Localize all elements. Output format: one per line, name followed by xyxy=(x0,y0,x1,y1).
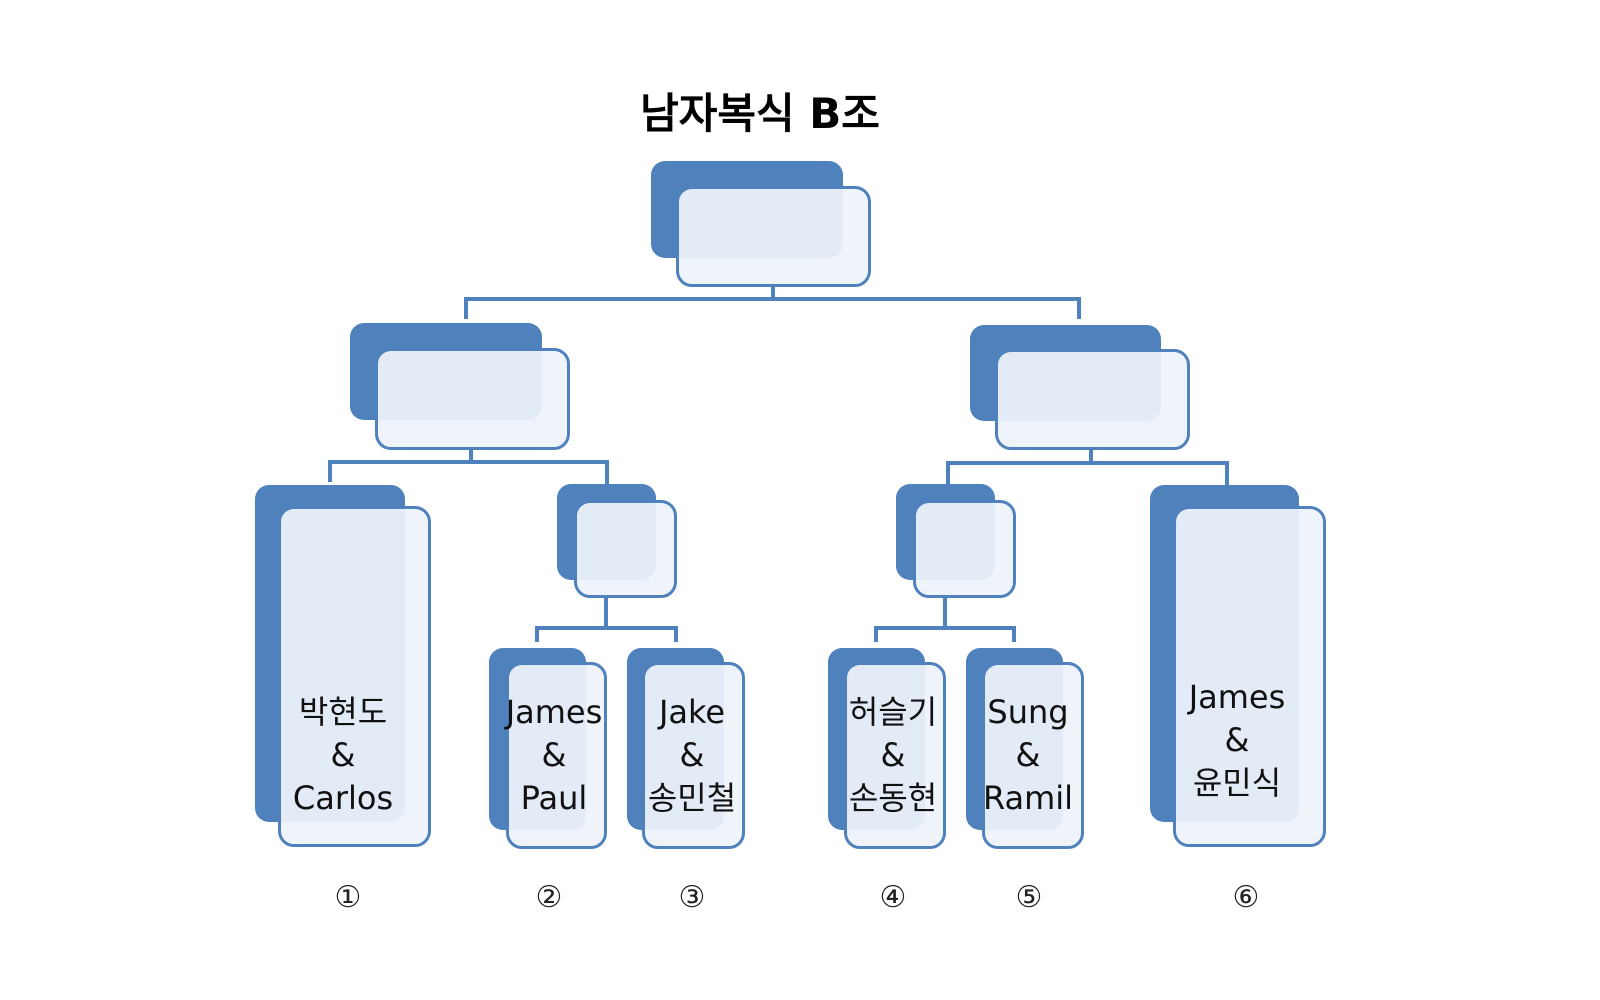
seed-number-6: ⑥ xyxy=(1232,880,1260,915)
team-2-box xyxy=(506,662,607,849)
connector-final-horizontal xyxy=(464,297,1081,301)
team-4-box xyxy=(844,662,946,849)
semifinal-left-box xyxy=(375,348,570,450)
connector-qf-left-drop-b xyxy=(674,626,678,642)
bracket-title: 남자복식 B조 xyxy=(640,89,880,138)
team-5-player-1: Sung xyxy=(987,692,1069,731)
seed-number-4: ④ xyxy=(879,880,907,915)
seed-number-3: ③ xyxy=(678,880,706,915)
connector-sf-right-drop-a xyxy=(946,461,950,485)
connector-qf-left-down xyxy=(604,598,608,629)
connector-sf-left-drop-b xyxy=(605,460,609,486)
team-4-player-2: 손동현 xyxy=(848,778,938,817)
connector-final-left-drop xyxy=(464,297,468,319)
team-3-player-2: 송민철 xyxy=(647,778,737,817)
connector-final-right-drop xyxy=(1077,297,1081,319)
connector-qf-right-drop-b xyxy=(1012,626,1016,642)
team-6-box xyxy=(1173,506,1326,847)
team-4-ampersand: & xyxy=(880,735,906,774)
team-4-name: 허슬기 & 손동현 xyxy=(833,690,953,820)
team-5-player-2: Ramil xyxy=(982,778,1074,817)
team-3-box xyxy=(642,662,745,849)
team-3-ampersand: & xyxy=(679,735,705,774)
connector-qf-right-drop-a xyxy=(874,626,878,642)
connector-qf-right-horizontal xyxy=(874,626,1016,630)
connector-qf-left-horizontal xyxy=(535,626,678,630)
team-4-player-1: 허슬기 xyxy=(848,692,938,731)
connector-sf-right-drop-b xyxy=(1225,461,1229,485)
connector-sf-left-drop-a xyxy=(328,460,332,482)
team-1-player-2: Carlos xyxy=(292,778,394,817)
team-6-player-1: James xyxy=(1188,677,1286,716)
team-2-player-1: James xyxy=(505,692,603,731)
team-5-box xyxy=(982,662,1084,849)
team-1-name: 박현도 & Carlos xyxy=(278,690,408,820)
team-5-name: Sung & Ramil xyxy=(968,690,1088,820)
connector-sf-right-down xyxy=(1089,450,1093,464)
connector-sf-left-horizontal xyxy=(328,460,609,464)
team-6-name: James & 윤민식 xyxy=(1172,675,1302,805)
connector-qf-left-drop-a xyxy=(535,626,539,642)
team-2-player-2: Paul xyxy=(520,778,588,817)
connector-final-down xyxy=(771,287,775,300)
team-1-box xyxy=(278,506,431,847)
seed-number-5: ⑤ xyxy=(1015,880,1043,915)
team-2-ampersand: & xyxy=(541,735,567,774)
team-5-ampersand: & xyxy=(1015,735,1041,774)
quarterfinal-left-box xyxy=(574,500,677,598)
final-box xyxy=(676,186,871,287)
team-1-ampersand: & xyxy=(330,735,356,774)
connector-qf-right-down xyxy=(943,598,947,629)
team-6-player-2: 윤민식 xyxy=(1192,763,1282,802)
team-2-name: James & Paul xyxy=(494,690,614,820)
team-3-player-1: Jake xyxy=(658,692,726,731)
semifinal-right-box xyxy=(995,349,1190,450)
team-1-player-1: 박현도 xyxy=(298,692,388,731)
seed-number-1: ① xyxy=(334,880,362,915)
team-6-ampersand: & xyxy=(1224,720,1250,759)
connector-sf-left-down xyxy=(469,450,473,463)
quarterfinal-right-box xyxy=(913,500,1016,598)
team-3-name: Jake & 송민철 xyxy=(632,690,752,820)
seed-number-2: ② xyxy=(535,880,563,915)
connector-sf-right-horizontal xyxy=(946,461,1229,465)
